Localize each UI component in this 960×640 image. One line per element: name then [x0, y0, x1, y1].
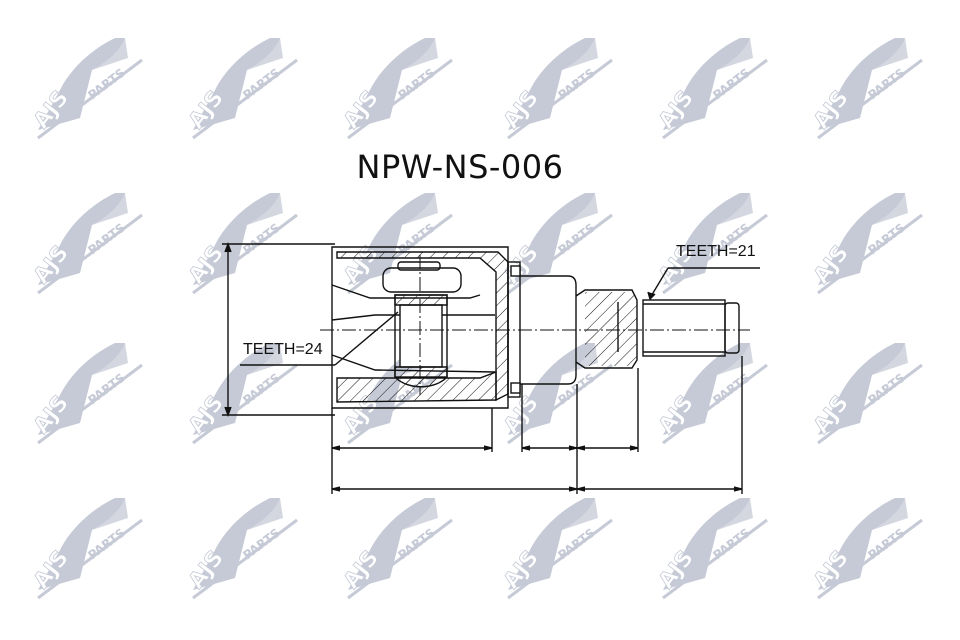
roller	[382, 267, 462, 293]
teeth-outer-label: TEETH=21	[676, 243, 756, 260]
housing-outline	[331, 246, 509, 409]
teeth-inner-label: TEETH=24	[243, 341, 323, 358]
part-number-title: NPW-NS-006	[356, 148, 564, 186]
